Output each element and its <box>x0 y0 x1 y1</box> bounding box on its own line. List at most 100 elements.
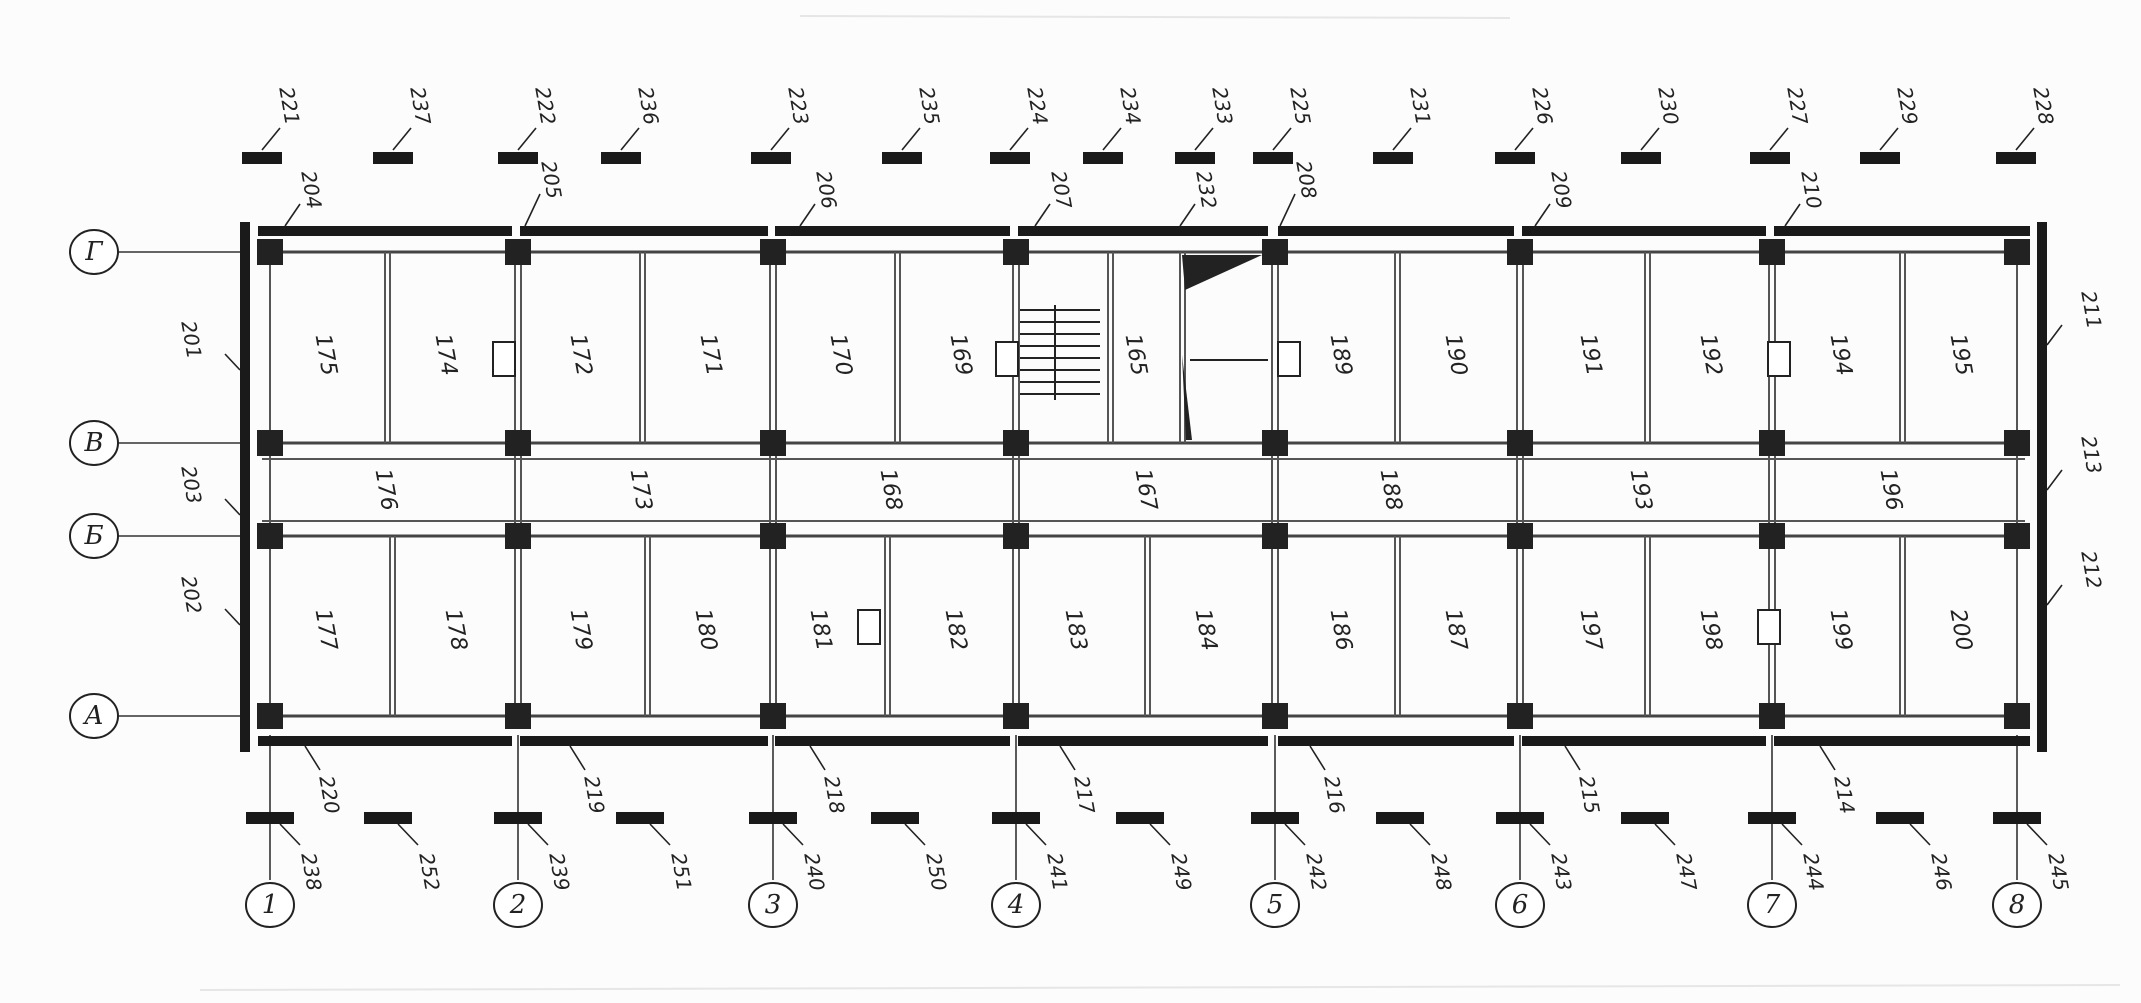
leader-line <box>2015 127 2035 151</box>
leader-line <box>809 745 826 771</box>
leader-line <box>1009 127 1029 151</box>
room-label: 200 <box>1945 607 1977 653</box>
top-panel-label: 236 <box>633 85 663 127</box>
top-panel <box>1621 152 1661 164</box>
column <box>257 239 283 265</box>
top-panel <box>1253 152 1293 164</box>
row-axis-label: Б <box>83 521 103 551</box>
bottom-panel <box>871 812 919 824</box>
door-niche <box>995 341 1019 377</box>
top-beam-label: 208 <box>1291 159 1321 201</box>
right-side-label: 211 <box>2076 289 2106 331</box>
top-beam-label: 204 <box>296 169 326 211</box>
perimeter-walls <box>240 222 2047 752</box>
right-side-label: 213 <box>2076 434 2106 476</box>
shaft-hatch <box>1182 255 1262 290</box>
column <box>760 523 786 549</box>
top-beam <box>1774 226 2030 236</box>
bottom-panel <box>992 812 1040 824</box>
leader-line <box>1279 193 1296 227</box>
top-beam-label: 210 <box>1796 169 1826 211</box>
room-label: 179 <box>565 607 597 653</box>
room-label: 182 <box>940 607 972 653</box>
row-axis-label: В <box>83 428 103 458</box>
top-panel-label: 235 <box>914 85 944 127</box>
bottom-beam <box>258 736 512 746</box>
bottom-panel-label: 252 <box>414 851 444 893</box>
top-panel-label: 230 <box>1653 85 1683 127</box>
bottom-beam <box>520 736 768 746</box>
bottom-panel <box>246 812 294 824</box>
bottom-panel-label: 242 <box>1301 851 1331 893</box>
top-panel-label: 228 <box>2028 85 2058 127</box>
room-label: 195 <box>1945 332 1977 378</box>
room-label: 187 <box>1440 607 1472 653</box>
top-panel <box>1175 152 1215 164</box>
column <box>505 703 531 729</box>
bottom-beam <box>1018 736 1268 746</box>
column <box>1507 239 1533 265</box>
room-label: 194 <box>1825 332 1857 378</box>
leader-line <box>901 127 921 151</box>
top-panel <box>1860 152 1900 164</box>
column-axis-bubble <box>748 882 798 928</box>
top-beam-label: 207 <box>1046 169 1076 211</box>
column <box>2004 703 2030 729</box>
leader-line <box>527 823 549 846</box>
top-panel <box>1750 152 1790 164</box>
leader-line <box>517 127 537 151</box>
bottom-panel-label: 248 <box>1426 851 1456 893</box>
top-panel-label: 224 <box>1022 85 1052 127</box>
column <box>1507 430 1533 456</box>
leader-line <box>1309 745 1326 771</box>
leader-line <box>1819 745 1836 771</box>
leader-line <box>279 823 301 846</box>
room-label: 188 <box>1375 467 1407 513</box>
top-panel-label: 231 <box>1405 85 1435 127</box>
bottom-panel-label: 249 <box>1166 851 1196 893</box>
bottom-panel <box>1116 812 1164 824</box>
bottom-panel-label: 247 <box>1671 851 1701 893</box>
column <box>1262 523 1288 549</box>
leader-line <box>1409 823 1431 846</box>
column-axis-bubble <box>1250 882 1300 928</box>
top-beam <box>1018 226 1268 236</box>
top-panel-label: 234 <box>1115 85 1145 127</box>
column <box>1003 430 1029 456</box>
top-panel <box>1083 152 1123 164</box>
top-beam <box>258 226 512 236</box>
bottom-panel-label: 246 <box>1926 851 1956 893</box>
bottom-beam <box>1774 736 2030 746</box>
leader-line <box>261 127 281 151</box>
leader-line <box>1769 127 1789 151</box>
column <box>257 430 283 456</box>
column-axis-label: 5 <box>1267 890 1284 920</box>
column <box>1507 703 1533 729</box>
room-label: 193 <box>1625 467 1657 513</box>
leader-line <box>1179 203 1196 227</box>
partitions <box>262 252 2025 716</box>
left-side-label: 202 <box>176 574 206 616</box>
leader-line <box>799 203 816 227</box>
column <box>505 239 531 265</box>
bottom-panel-label: 240 <box>799 851 829 893</box>
column-axis-bubble <box>1747 882 1797 928</box>
top-panel-label: 237 <box>405 85 435 127</box>
room-label: 169 <box>945 332 977 378</box>
column <box>1262 703 1288 729</box>
column-axis-bubble <box>1992 882 2042 928</box>
room-label: 177 <box>310 607 342 653</box>
column-axis-bubble <box>493 882 543 928</box>
column <box>1262 430 1288 456</box>
leader-line <box>1392 127 1412 151</box>
door-niche <box>857 609 881 645</box>
column-axis-label: 8 <box>2009 890 2026 920</box>
top-panel-label: 229 <box>1892 85 1922 127</box>
column <box>1759 523 1785 549</box>
leader-line <box>1034 203 1051 227</box>
left-wall <box>240 222 250 752</box>
leader-line <box>224 498 241 516</box>
